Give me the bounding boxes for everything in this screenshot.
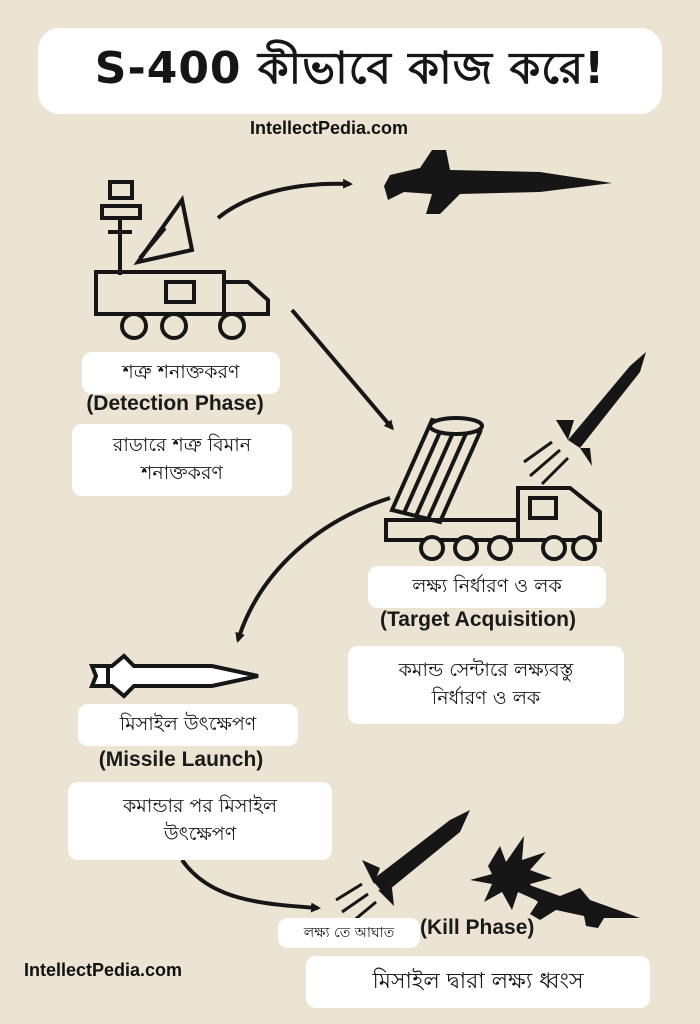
step4-desc-box: মিসাইল দ্বারা লক্ষ্য ধ্বংস (306, 956, 650, 1008)
step2-desc-line1: কমান্ড সেন্টারে লক্ষ্যবস্তু (398, 659, 574, 682)
step2-phase: (Target Acquisition) (380, 608, 576, 631)
step4-label: লক্ষ্য তে আঘাত (303, 924, 395, 941)
arrow-icon (180, 178, 394, 913)
step3-desc-line2: উৎক্ষেপণ (163, 823, 237, 845)
step2-desc-box: কমান্ড সেন্টারে লক্ষ্যবস্তু নির্ধারণ ও ল… (348, 646, 624, 724)
step1-label: শত্রু শনাক্তকরণ (122, 361, 240, 384)
missile-icon (335, 810, 470, 924)
step3-label-box: মিসাইল উৎক্ষেপণ (78, 704, 298, 746)
fighter-jet-icon (384, 150, 612, 214)
fighter-jet-icon (510, 878, 640, 928)
step4-label-box: লক্ষ্য তে আঘাত (278, 918, 420, 948)
radar-truck-icon (94, 180, 270, 340)
step3-label: মিসাইল উৎক্ষেপণ (119, 713, 257, 736)
page-title: S-400 কীভাবে কাজ করে! (94, 42, 606, 94)
step4-desc-line1: মিসাইল দ্বারা লক্ষ্য ধ্বংস (372, 969, 584, 995)
step2-label: লক্ষ্য নির্ধারণ ও লক (412, 575, 562, 598)
brand-bottom: IntellectPedia.com (24, 960, 183, 980)
step2-label-box: লক্ষ্য নির্ধারণ ও লক (368, 566, 606, 608)
title-banner: S-400 কীভাবে কাজ করে! (38, 28, 662, 114)
step2-desc-line2: নির্ধারণ ও লক (431, 687, 541, 709)
launcher-truck-icon (384, 416, 602, 561)
step1-desc-line2: শনাক্তকরণ (141, 462, 223, 484)
missile-icon (523, 352, 646, 486)
step1-label-box: শত্রু শনাক্তকরণ (82, 352, 280, 394)
step3-desc-line1: কমান্ডার পর মিসাইল (123, 795, 277, 818)
step1-desc-line1: রাডারে শত্রু বিমান (112, 434, 252, 457)
step3-desc-box: কমান্ডার পর মিসাইল উৎক্ষেপণ (68, 782, 332, 860)
cruise-missile-icon (89, 653, 259, 699)
brand-top: IntellectPedia.com (250, 118, 409, 138)
step3-phase: (Missile Launch) (98, 748, 264, 771)
step1-desc-box: রাডারে শত্রু বিমান শনাক্তকরণ (72, 424, 292, 496)
step1-phase: (Detection Phase) (86, 392, 264, 415)
step4-phase: (Kill Phase) (420, 916, 535, 939)
